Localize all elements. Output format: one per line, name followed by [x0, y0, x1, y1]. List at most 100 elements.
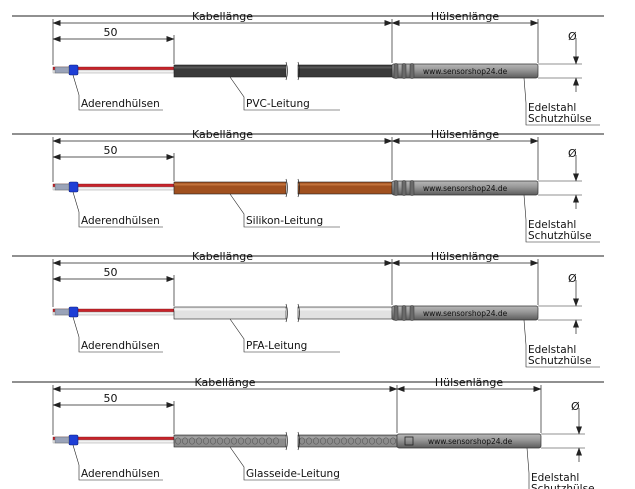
cable-length-label: Kabellänge	[192, 10, 253, 23]
ferrule-callout-line	[72, 316, 163, 353]
braid-mark	[259, 437, 265, 445]
variant-panel: Kabellänge Hülsenlänge 50 www.sensorshop24.…	[12, 376, 604, 489]
braid-mark	[245, 437, 251, 445]
ferrule-tip	[54, 308, 70, 316]
break-line	[297, 431, 300, 451]
ferrule-callout-label: Aderendhülsen	[81, 215, 160, 227]
cable-callout-line	[229, 193, 340, 228]
sleeve-length-label: Hülsenlänge	[431, 10, 500, 23]
cable-callout-line	[229, 446, 340, 481]
braid-mark	[175, 437, 181, 445]
steel-sleeve	[396, 433, 542, 449]
steel-callout-line	[523, 319, 600, 368]
cable-highlight	[174, 66, 286, 69]
sleeve-url-label: www.sensorshop24.de	[423, 184, 508, 193]
braid-mark	[390, 437, 396, 445]
sleeve-length-label: Hülsenlänge	[431, 250, 500, 263]
braid-mark	[252, 437, 258, 445]
ferrule-callout-line	[72, 444, 163, 481]
cable-highlight	[298, 183, 392, 186]
sleeve-url-label: www.sensorshop24.de	[428, 437, 513, 446]
crimp-ring	[401, 63, 407, 79]
ferrule	[68, 434, 79, 446]
ferrule-tip	[54, 436, 70, 444]
variant-panel: Kabellänge Hülsenlänge 50 www.sensorshop24.…	[12, 128, 604, 243]
braid-mark	[327, 437, 333, 445]
cable-type-label: Glasseide-Leitung	[246, 468, 340, 480]
braid-mark	[306, 437, 312, 445]
strip-length-label: 50	[104, 266, 118, 279]
braid-mark	[182, 437, 188, 445]
braid-mark	[369, 437, 375, 445]
crimp-ring	[393, 63, 399, 79]
steel-callout-line	[526, 447, 530, 489]
braid-mark	[334, 437, 340, 445]
crimp-ring	[409, 180, 415, 196]
cable-callout-line	[229, 318, 340, 353]
steel-callout-line	[523, 194, 600, 243]
break-line	[285, 178, 288, 198]
cable-length-label: Kabellänge	[194, 376, 255, 389]
sleeve-length-label: Hülsenlänge	[435, 376, 504, 389]
steel-label-line2: Schutzhülse	[528, 230, 592, 242]
steel-label-line1: Edelstahl	[528, 344, 576, 356]
cable-length-label: Kabellänge	[192, 250, 253, 263]
crimp-ring	[409, 63, 415, 79]
ferrule-tip	[54, 66, 70, 74]
variant-panel: Kabellänge Hülsenlänge 50 www.sensorshop24.…	[12, 250, 604, 368]
steel-label-line2: Schutzhülse	[531, 483, 595, 489]
diameter-label: Ø	[571, 400, 580, 413]
cable-type-label: PFA-Leitung	[246, 340, 307, 352]
crimp-ring	[401, 305, 407, 321]
braid-mark	[217, 437, 223, 445]
cable-highlight	[174, 183, 286, 186]
sleeve-url-label: www.sensorshop24.de	[423, 67, 508, 76]
ferrule-callout-label: Aderendhülsen	[81, 98, 160, 110]
steel-sleeve	[391, 180, 539, 196]
braid-mark	[231, 437, 237, 445]
steel-label-line1: Edelstahl	[528, 219, 576, 231]
cable-highlight	[174, 436, 286, 439]
sleeve-length-label: Hülsenlänge	[431, 128, 500, 141]
cable-type-label: PVC-Leitung	[246, 98, 310, 110]
variant-panel: Kabellänge Hülsenlänge 50 www.sensorshop24.…	[12, 10, 604, 126]
ferrule	[68, 306, 79, 318]
braid-mark	[355, 437, 361, 445]
cable-length-label: Kabellänge	[192, 128, 253, 141]
braid-mark	[348, 437, 354, 445]
ferrule-callout-label: Aderendhülsen	[81, 340, 160, 352]
cable-type-label: Silikon-Leitung	[246, 215, 323, 227]
braid-mark	[273, 437, 279, 445]
braid-mark	[341, 437, 347, 445]
crimp-ring	[409, 305, 415, 321]
braid-mark	[320, 437, 326, 445]
break-line	[297, 303, 300, 323]
strip-length-label: 50	[104, 144, 118, 157]
cable-highlight	[298, 308, 392, 311]
diameter-label: Ø	[568, 147, 577, 160]
braid-mark	[383, 437, 389, 445]
ferrule	[68, 181, 79, 193]
strip-length-label: 50	[104, 392, 118, 405]
braid-mark	[224, 437, 230, 445]
crimp-ring	[404, 436, 414, 446]
ferrule-callout-label: Aderendhülsen	[81, 468, 160, 480]
ferrule-callout-line	[72, 191, 163, 228]
steel-callout-line	[523, 77, 600, 126]
diameter-label: Ø	[568, 272, 577, 285]
steel-label-line2: Schutzhülse	[528, 113, 592, 125]
break-line	[285, 303, 288, 323]
break-line	[297, 61, 300, 81]
sleeve-url-label: www.sensorshop24.de	[423, 309, 508, 318]
cable-highlight	[298, 436, 397, 439]
strip-length-label: 50	[104, 26, 118, 39]
steel-label-line2: Schutzhülse	[528, 355, 592, 367]
break-line	[297, 178, 300, 198]
break-line	[285, 431, 288, 451]
braid-mark	[238, 437, 244, 445]
cable-callout-line	[229, 76, 340, 111]
braid-mark	[196, 437, 202, 445]
braid-mark	[203, 437, 209, 445]
braid-mark	[266, 437, 272, 445]
